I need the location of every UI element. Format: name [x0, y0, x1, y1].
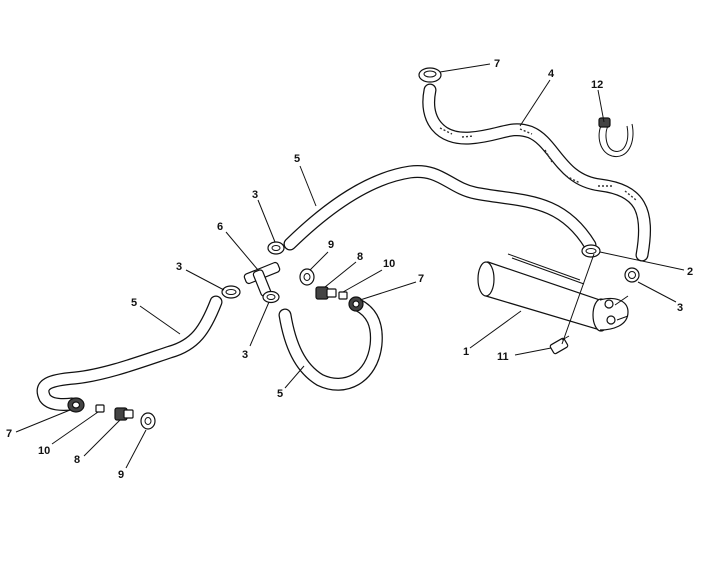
callout-7-left: 7 [6, 428, 12, 440]
leader-lines [15, 63, 685, 469]
clamp-3-d [624, 267, 640, 283]
hose-5-upper [283, 165, 597, 252]
callout-9-left: 9 [118, 469, 124, 481]
hose-4-top [422, 83, 652, 262]
callout-5-upper: 5 [294, 153, 300, 165]
hose-5-lower-middle [278, 298, 383, 391]
callout-labels: 7 4 12 5 3 6 9 8 10 7 2 3 5 3 1 11 5 7 1… [6, 58, 693, 481]
clamp-3-b [221, 285, 241, 299]
callout-3-right: 3 [677, 302, 683, 314]
nipple-10-left [95, 404, 105, 413]
callout-4: 4 [548, 68, 555, 80]
callout-8-right: 8 [357, 251, 363, 263]
callout-10-right: 10 [383, 258, 395, 270]
hose-5-lower-left [36, 295, 223, 411]
t-fitting-6 [243, 261, 281, 297]
bracket-12 [598, 117, 634, 158]
callout-2: 2 [687, 266, 693, 278]
clamp-3-c [262, 290, 280, 304]
callout-3-upper: 3 [252, 189, 258, 201]
clamp-3-a [267, 241, 285, 255]
callout-7-right: 7 [418, 273, 424, 285]
canister-1 [477, 253, 629, 332]
callout-3-left: 3 [176, 261, 182, 273]
clamp-7-left [67, 397, 85, 413]
callout-5-lower-left: 5 [131, 297, 137, 309]
callout-3-lower: 3 [242, 349, 248, 361]
nipple-10-right [338, 291, 348, 300]
callout-10-left: 10 [38, 445, 50, 457]
callout-11: 11 [497, 351, 509, 363]
fitting-8-right [315, 286, 337, 300]
washer-9-left [140, 412, 156, 430]
washer-9-right [299, 268, 315, 286]
callout-9-right: 9 [328, 239, 334, 251]
callout-5-lower-middle: 5 [277, 388, 283, 400]
callout-1: 1 [463, 346, 469, 358]
clamp-2 [581, 244, 601, 258]
callout-8-left: 8 [74, 454, 80, 466]
bolt-11 [549, 335, 570, 355]
callout-7-top: 7 [494, 58, 500, 70]
callout-6: 6 [217, 221, 223, 233]
fitting-8-left [114, 407, 134, 421]
clamp-7-right [348, 296, 364, 312]
callout-12: 12 [591, 79, 603, 91]
clamp-7-top [418, 67, 442, 83]
